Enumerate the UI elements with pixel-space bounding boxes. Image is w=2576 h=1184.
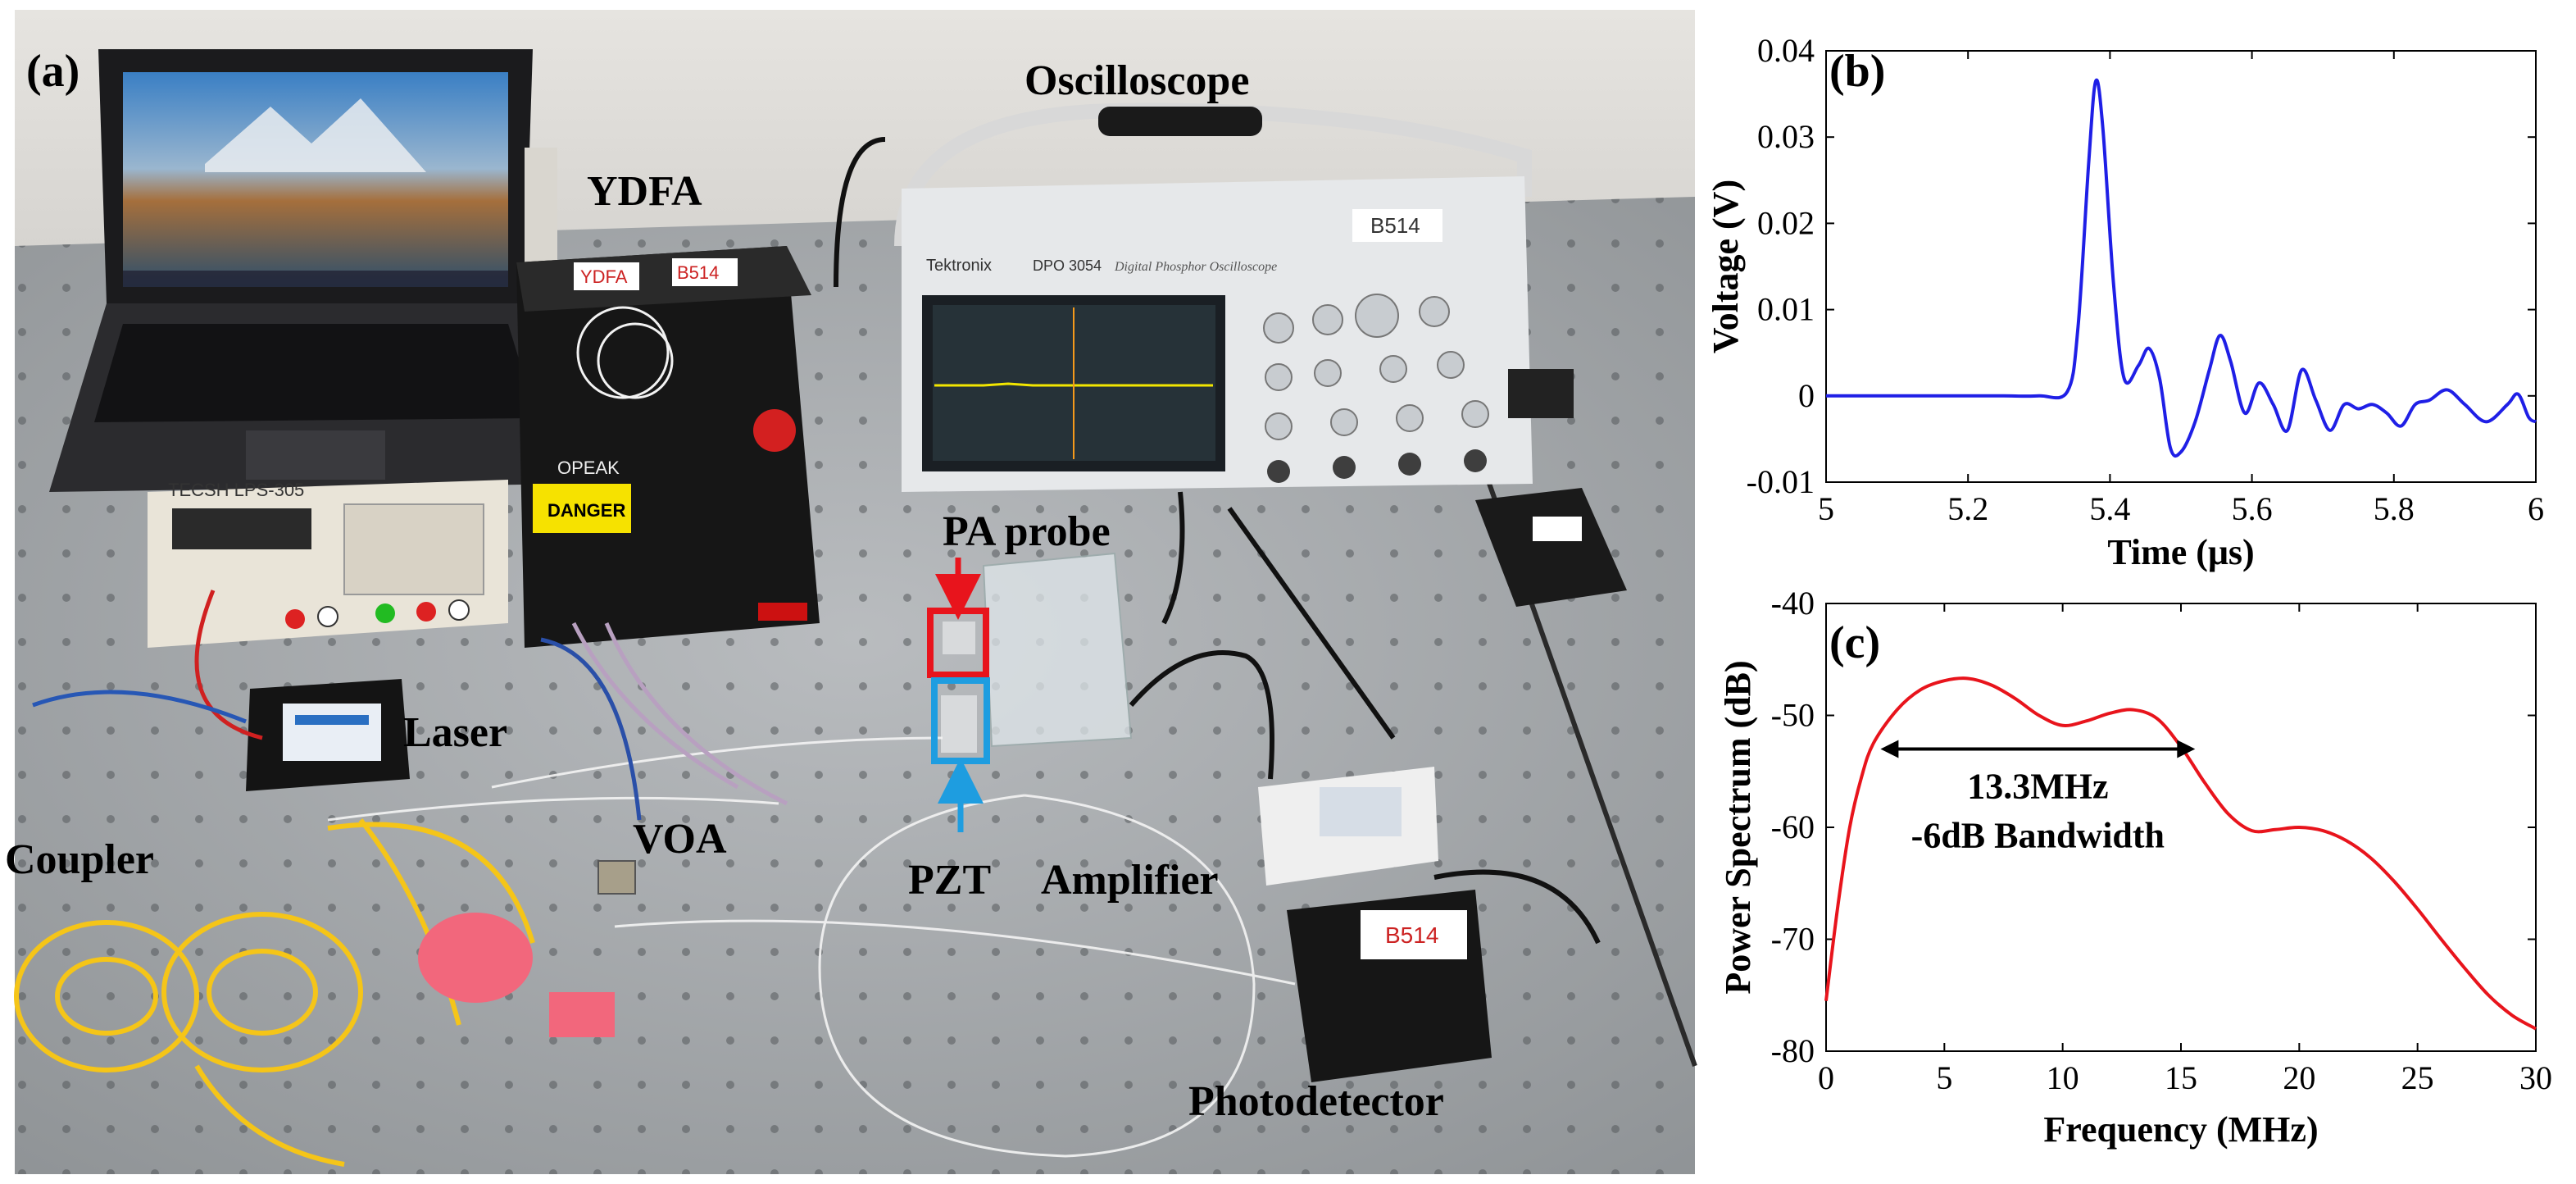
chart-b-xtick-label: 5 xyxy=(1818,490,1834,527)
chart-c-xtick-label: 15 xyxy=(2165,1059,2197,1096)
ydfa-label: YDFA xyxy=(587,168,702,215)
chart-b-ytick-label: 0.04 xyxy=(1757,32,1815,69)
photodetector-label: Photodetector xyxy=(1188,1078,1444,1125)
opeak-brand: OPEAK xyxy=(557,458,620,478)
chart-c-ytick-label: -70 xyxy=(1771,921,1815,958)
laser-label: Laser xyxy=(403,709,507,756)
bandwidth-arrow-right-head xyxy=(2177,740,2196,758)
chart-b-series xyxy=(1825,78,2537,458)
chart-b-axes xyxy=(1825,50,2537,483)
chart-b-ytick-label: 0.02 xyxy=(1757,204,1815,241)
chart-c-xtick-label: 10 xyxy=(2047,1059,2079,1096)
laptop xyxy=(49,49,574,492)
power-supply-brand: TECSH LPS-305 xyxy=(168,480,304,500)
photodetector-b514-tag: B514 xyxy=(1385,922,1438,948)
fiber-cables xyxy=(327,736,1296,1158)
chart-b-xtick-label: 5.8 xyxy=(2374,490,2415,527)
voa-label: VOA xyxy=(633,816,727,863)
laser-module xyxy=(246,679,410,791)
chart-c-ytick-label: -50 xyxy=(1771,697,1815,734)
scope-desc: Digital Phosphor Oscilloscope xyxy=(1114,260,1277,274)
bandwidth-value-label: 13.3MHz xyxy=(1967,766,2108,806)
chart-c-ytick-label: -60 xyxy=(1771,808,1815,845)
panel-a-label: (a) xyxy=(26,46,80,97)
chart-b-ticks: 5 5.2 5.4 5.6 5.8 6 -0.01 0 0.01 0.02 0.03 0.04 xyxy=(1747,32,2544,527)
chart-c-ytick-label: -80 xyxy=(1771,1032,1815,1069)
bandwidth-desc-label: -6dB Bandwidth xyxy=(1911,815,2165,855)
chart-c-series xyxy=(1824,676,2537,1031)
panel-b-label: (b) xyxy=(1829,46,1885,97)
chart-c-xtick-label: 25 xyxy=(2401,1059,2434,1096)
chart-b-xtick-label: 5.4 xyxy=(2089,490,2130,527)
chart-b-series-line xyxy=(1825,78,2537,458)
chart-b-xtick-label: 6 xyxy=(2528,490,2544,527)
chart-b-ylabel: Voltage (V) xyxy=(1706,180,1746,353)
chart-b-xtick-label: 5.6 xyxy=(2232,490,2273,527)
chart-b-ytick-label: 0.01 xyxy=(1757,291,1815,328)
chart-c-xtick-label: 20 xyxy=(2283,1059,2315,1096)
chart-c-xlabel: Frequency (MHz) xyxy=(2043,1109,2318,1150)
coax-cables xyxy=(834,137,1601,945)
panel-c-label: (c) xyxy=(1829,617,1880,668)
chart-c-annotation: 13.3MHz -6dB Bandwidth xyxy=(1880,740,2196,855)
chart-c-xtick-label: 30 xyxy=(2519,1059,2552,1096)
ydfa-tag: YDFA xyxy=(580,266,628,287)
chart-b-ytick-label: 0 xyxy=(1798,377,1815,414)
oscilloscope-label: Oscilloscope xyxy=(1024,57,1249,104)
photodetector-box: B514 xyxy=(1287,890,1492,1082)
scope-brand: Tektronix xyxy=(926,257,992,275)
amplifier-box xyxy=(1258,767,1438,886)
power-supply: TECSH LPS-305 xyxy=(148,480,508,648)
chart-b-ytick-label: -0.01 xyxy=(1747,463,1815,500)
chart-c-ticks: 0 5 10 15 20 25 30 -80 -70 -60 -50 -40 xyxy=(1771,585,2552,1096)
bandwidth-arrow-left-head xyxy=(1880,740,1899,758)
fiber-coupler-spools xyxy=(14,818,535,1167)
pzt-label: PZT xyxy=(908,857,991,904)
chart-c-xtick-label: 5 xyxy=(1936,1059,1952,1096)
power-adapters xyxy=(1475,369,1627,607)
chart-b: (b) 5 5.2 5.4 5.6 5.8 6 -0.01 0 0.01 0.02 0.03 0.04… xyxy=(1706,32,2544,572)
chart-c-series-line xyxy=(1824,676,2537,1031)
photo-panel: TECSH LPS-305 YDFA B514 DANGER OPEAK xyxy=(5,10,1697,1174)
scope-b514-tag: B514 xyxy=(1370,213,1420,238)
ydfa-unit: YDFA B514 DANGER OPEAK xyxy=(516,148,820,648)
scope-model: DPO 3054 xyxy=(1033,257,1102,274)
coupler-label: Coupler xyxy=(5,836,154,883)
chart-c-ytick-label: -40 xyxy=(1771,585,1815,622)
pink-sponge xyxy=(418,913,615,1037)
amplifier-label: Amplifier xyxy=(1041,857,1219,904)
chart-b-ytick-label: 0.03 xyxy=(1757,118,1815,155)
danger-label: DANGER xyxy=(547,500,625,521)
chart-c-ylabel: Power Spectrum (dB) xyxy=(1718,660,1758,994)
chart-c-xtick-label: 0 xyxy=(1818,1059,1834,1096)
sample-holder xyxy=(941,552,1133,753)
voa-device xyxy=(597,860,636,895)
wires xyxy=(32,590,788,821)
oscilloscope: Tektronix DPO 3054 Digital Phosphor Osci… xyxy=(894,102,1533,492)
pa-probe-label: PA probe xyxy=(943,508,1111,555)
chart-b-xlabel: Time (μs) xyxy=(2107,532,2254,572)
ydfa-b514-tag: B514 xyxy=(677,262,719,283)
chart-b-xtick-label: 5.2 xyxy=(1947,490,1988,527)
chart-c: (c) 0 5 10 15 20 25 30 -80 -70 -60 -50 -40 13.3MHz … xyxy=(1718,585,2552,1150)
